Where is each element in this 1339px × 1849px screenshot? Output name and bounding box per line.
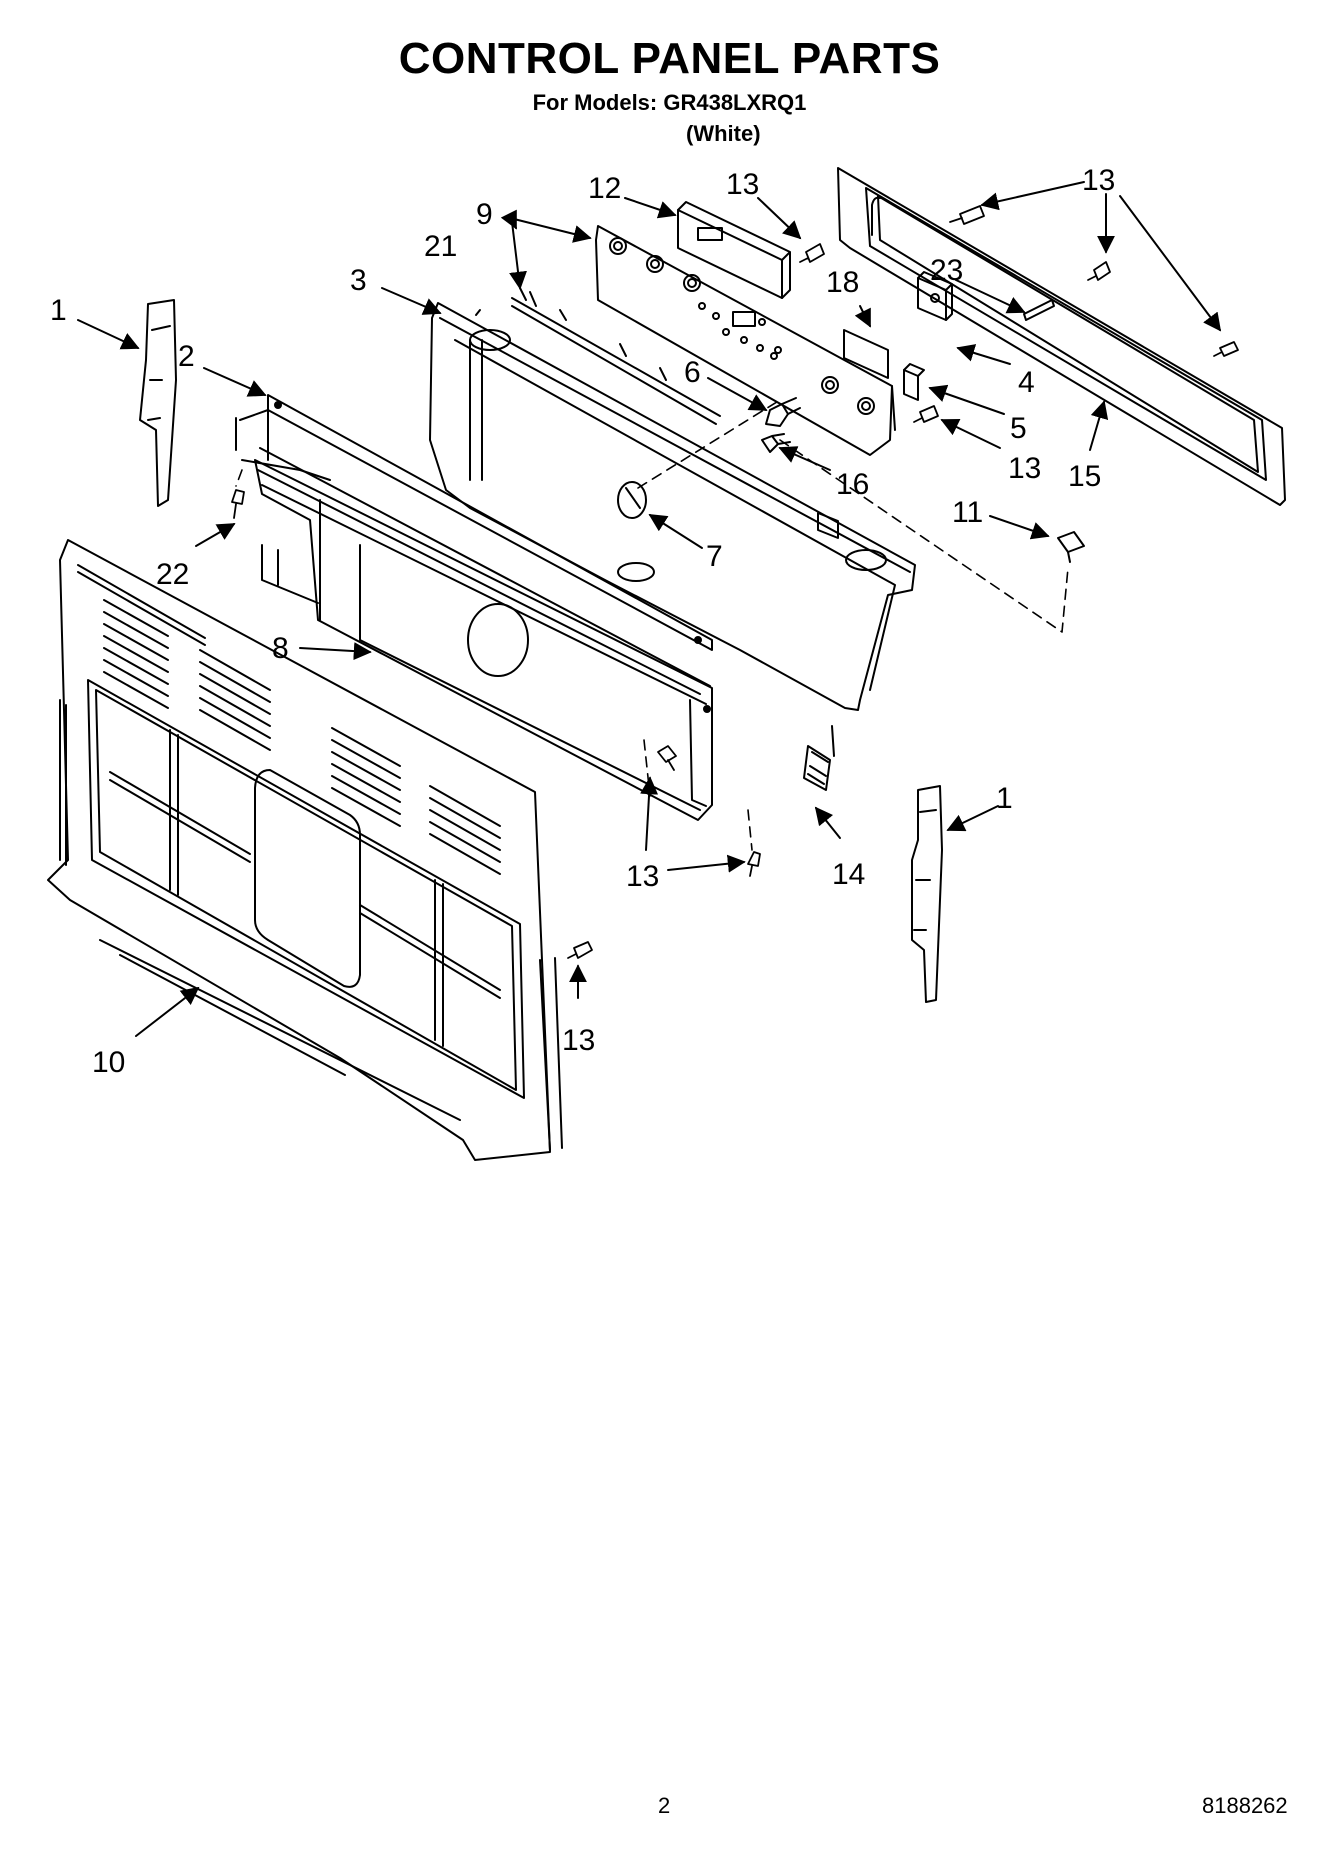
end-cap-left <box>139 299 177 507</box>
models-line: For Models: GR438LXRQ1 <box>532 90 807 115</box>
vent-slots-left <box>103 599 271 751</box>
vent-slots-right <box>331 727 501 875</box>
console-backguard <box>429 302 916 711</box>
document-number: 8188262 <box>1202 1793 1288 1818</box>
callout-5: 5 <box>1010 412 1027 445</box>
display-lens <box>843 329 889 379</box>
callout-6: 6 <box>684 356 701 389</box>
rear-back-panel <box>47 539 563 1161</box>
callout-13-bottom-left: 13 <box>562 1024 595 1057</box>
page-number: 2 <box>658 1793 671 1818</box>
callout-8: 8 <box>272 632 289 665</box>
selector-switch <box>903 363 925 401</box>
lamp-switch <box>1057 531 1085 563</box>
callout-labels: 1 1 2 3 4 5 6 7 8 9 10 11 12 13 13 13 13… <box>50 164 1115 1079</box>
callout-1-left: 1 <box>50 294 67 327</box>
page-title: CONTROL PANEL PARTS <box>398 34 941 83</box>
callout-10: 10 <box>92 1046 125 1079</box>
callout-13-mid-right: 13 <box>1008 452 1041 485</box>
callout-14: 14 <box>832 858 865 891</box>
thermostat-switch <box>917 271 953 321</box>
color-variant: (White) <box>686 121 761 146</box>
callout-11: 11 <box>952 496 983 529</box>
callout-9: 9 <box>476 198 493 231</box>
callout-21: 21 <box>424 230 457 263</box>
callout-1-right: 1 <box>996 782 1013 815</box>
callout-16: 16 <box>836 468 869 501</box>
callout-13-top-right: 13 <box>1082 164 1115 197</box>
control-overlay <box>595 225 896 456</box>
callout-4: 4 <box>1018 366 1035 399</box>
electronic-control <box>677 201 791 299</box>
callout-15: 15 <box>1068 460 1101 493</box>
end-cap-right <box>911 785 943 1003</box>
callout-18: 18 <box>826 266 859 299</box>
retainer-clip <box>803 725 835 791</box>
assembly-lines <box>235 399 1069 851</box>
panel-bracket <box>235 394 713 687</box>
inner-panel <box>241 459 713 821</box>
callout-12: 12 <box>588 172 621 205</box>
callout-13-bottom-center: 13 <box>626 860 659 893</box>
harness-strip <box>511 287 721 425</box>
callout-22: 22 <box>156 558 189 591</box>
indicator-strip <box>1023 299 1055 321</box>
leader-arrows <box>77 181 1222 1037</box>
callout-2: 2 <box>178 340 195 373</box>
callout-23: 23 <box>930 254 963 287</box>
rear-control-frame <box>837 167 1286 506</box>
knob-parts <box>617 397 801 519</box>
callout-3: 3 <box>350 264 367 297</box>
callout-7: 7 <box>706 540 723 573</box>
callout-13-top: 13 <box>726 168 759 201</box>
screws <box>231 205 1239 959</box>
